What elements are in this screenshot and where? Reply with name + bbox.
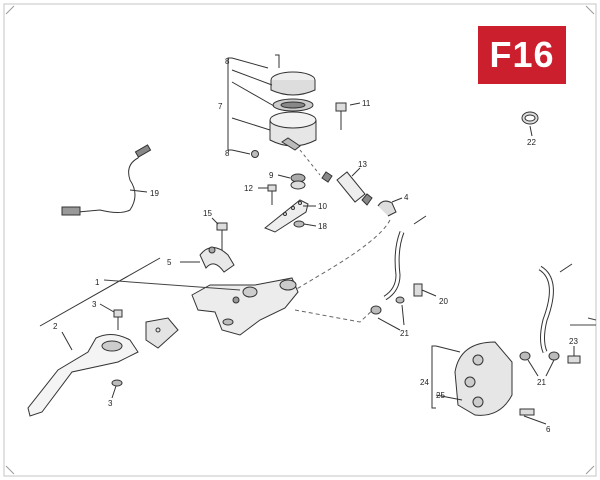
bracket-10 — [264, 199, 316, 233]
callout-13: 13 — [358, 160, 367, 169]
nut-18 — [293, 220, 317, 228]
reservoir-assembly — [227, 54, 317, 158]
handlebar-clamp-5 — [180, 246, 235, 273]
callout-4: 4 — [404, 193, 409, 202]
callout-22: 22 — [527, 138, 536, 147]
callout-24: 24 — [420, 378, 429, 387]
callout-8-bottom: 8 — [225, 149, 230, 158]
hose-13 — [299, 149, 373, 206]
callout-2: 2 — [53, 322, 58, 331]
callout-18: 18 — [318, 222, 327, 231]
callout-25: 25 — [436, 391, 445, 400]
callout-labels: 1 2 3 3 4 5 6 7 8 8 9 10 11 12 13 15 18 … — [53, 57, 578, 434]
grommet-9 — [277, 173, 306, 190]
adjuster-bracket — [145, 317, 179, 349]
edge-fragment — [570, 317, 597, 326]
bolt-12 — [258, 184, 277, 205]
callout-20: 20 — [439, 297, 448, 306]
callout-5: 5 — [167, 258, 172, 267]
brake-caliper-24 — [431, 341, 513, 416]
lever-nut-3 — [111, 379, 123, 399]
callout-3-upper: 3 — [92, 300, 97, 309]
callout-3-lower: 3 — [108, 399, 113, 408]
callout-7: 7 — [218, 102, 223, 111]
callout-15: 15 — [203, 209, 212, 218]
master-cylinder-body — [191, 277, 299, 336]
clip-22 — [521, 111, 539, 137]
screw-11 — [335, 102, 361, 130]
hose-fitting-4 — [377, 197, 403, 217]
caliper-banjo-fitting — [519, 351, 560, 377]
figure-code-badge: F16 — [478, 26, 566, 84]
corner-marks — [5, 5, 595, 475]
brake-hose — [383, 215, 573, 353]
bleed-screw-23 — [567, 346, 581, 364]
brake-lever-2 — [27, 331, 139, 417]
callout-8-top: 8 — [225, 57, 230, 66]
pivot-screw-3 — [99, 303, 123, 330]
callout-10: 10 — [318, 202, 327, 211]
banjo-bolt-20 — [370, 283, 437, 331]
callout-21-left: 21 — [400, 329, 409, 338]
callout-9: 9 — [269, 171, 274, 180]
brake-switch-cable-19 — [61, 144, 152, 216]
callout-23: 23 — [569, 337, 578, 346]
assembly-1-bracket — [39, 257, 161, 327]
figure-code: F16 — [489, 34, 555, 75]
screw-15 — [211, 217, 228, 250]
callout-19: 19 — [150, 189, 159, 198]
callout-11: 11 — [362, 99, 371, 108]
diagram-border — [3, 3, 597, 477]
callout-21-right: 21 — [537, 378, 546, 387]
callout-6: 6 — [546, 425, 551, 434]
callout-1: 1 — [95, 278, 100, 287]
callout-12: 12 — [244, 184, 253, 193]
caliper-bolt-6 — [519, 408, 547, 425]
